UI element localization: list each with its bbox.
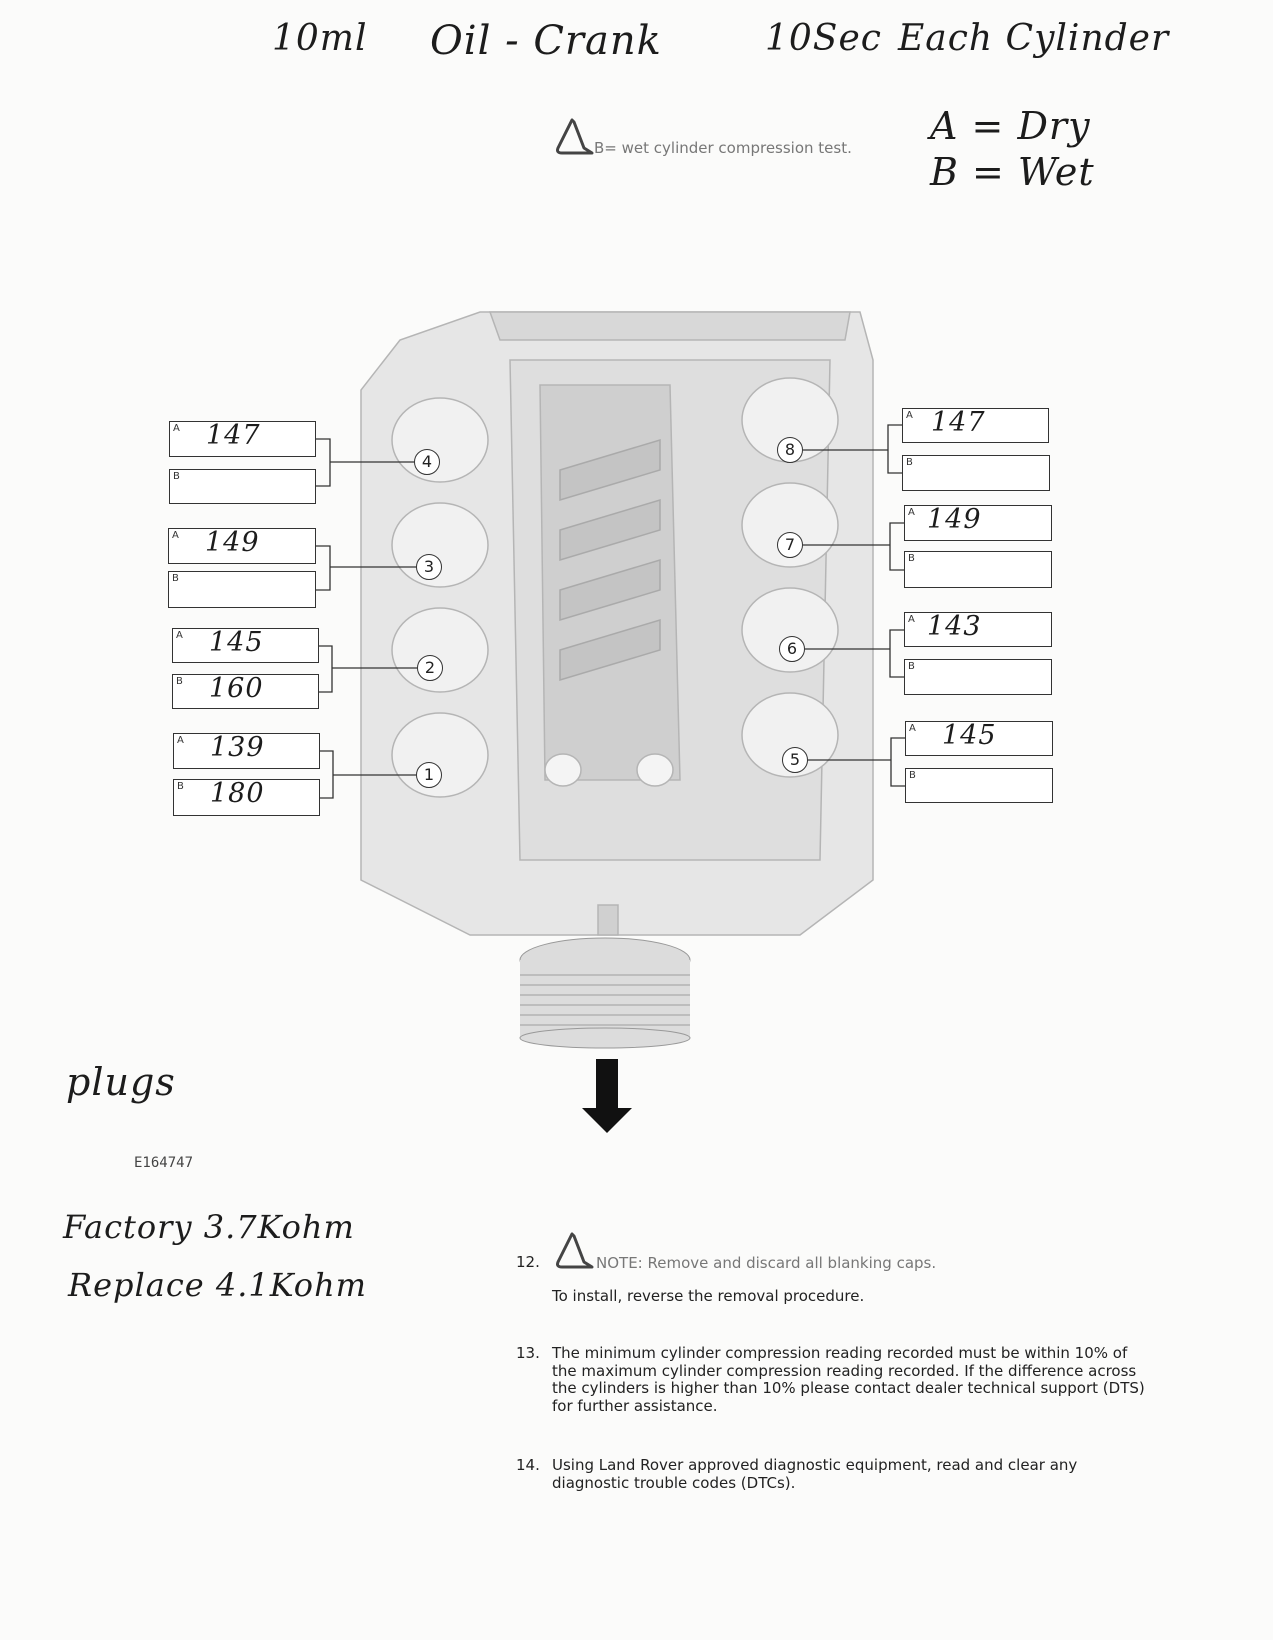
figure-id: E164747 bbox=[134, 1155, 194, 1171]
cylinder-4-a-value: 147 bbox=[206, 420, 261, 451]
warning-triangle-icon bbox=[556, 1232, 594, 1269]
a-label: A bbox=[177, 735, 184, 746]
legend-note-text: B= wet cylinder compression test. bbox=[594, 139, 852, 157]
b-label: B bbox=[908, 553, 915, 564]
cylinder-7-a-box[interactable]: A 149 bbox=[904, 504, 1052, 541]
handwritten-plugs: plugs bbox=[66, 1060, 176, 1104]
cylinder-3-a-box[interactable]: A 149 bbox=[168, 527, 316, 564]
step-12-number: 12. bbox=[516, 1253, 540, 1271]
handwritten-crank: Oil - Crank bbox=[430, 18, 662, 64]
cylinder-2-marker: 2 bbox=[417, 655, 443, 681]
cylinder-7-a-value: 149 bbox=[927, 504, 982, 535]
direction-arrow-icon bbox=[582, 1059, 632, 1133]
b-label: B bbox=[172, 573, 179, 584]
handwritten-each-cylinder: Each Cylinder bbox=[898, 18, 1170, 59]
cylinder-8-a-box[interactable]: A 147 bbox=[902, 407, 1049, 443]
b-label: B bbox=[909, 770, 916, 781]
cylinder-2-a-value: 145 bbox=[209, 627, 264, 658]
handwritten-b-wet: B = Wet bbox=[930, 150, 1095, 194]
a-label: A bbox=[909, 723, 916, 734]
cylinder-2-b-box[interactable]: B 160 bbox=[172, 673, 319, 709]
cylinder-4-a-box[interactable]: A 147 bbox=[169, 420, 316, 457]
cylinder-5-b-box[interactable]: B bbox=[905, 768, 1053, 803]
step-13-text: The minimum cylinder compression reading… bbox=[552, 1344, 1145, 1415]
cylinder-6-marker: 6 bbox=[779, 636, 805, 662]
cylinder-8-a-value: 147 bbox=[931, 407, 986, 438]
cylinder-7-b-box[interactable]: B bbox=[904, 551, 1052, 588]
cylinder-3-a-value: 149 bbox=[205, 527, 260, 558]
handwritten-replace-resistance: Replace 4.1Kohm bbox=[68, 1266, 368, 1304]
crankshaft-pulley bbox=[519, 937, 691, 1049]
cylinder-8-b-box[interactable]: B bbox=[902, 455, 1050, 491]
cylinder-2-b-value: 160 bbox=[209, 673, 264, 704]
handwritten-seconds: 10Sec bbox=[765, 18, 882, 59]
cylinder-5-a-box[interactable]: A 145 bbox=[905, 720, 1053, 756]
handwritten-factory-resistance: Factory 3.7Kohm bbox=[63, 1208, 355, 1246]
a-label: A bbox=[176, 630, 183, 641]
cylinder-1-marker: 1 bbox=[416, 762, 442, 788]
b-label: B bbox=[906, 457, 913, 468]
warning-triangle-icon bbox=[556, 118, 594, 155]
a-label: A bbox=[173, 423, 180, 434]
cylinder-8-marker: 8 bbox=[777, 437, 803, 463]
cylinder-1-b-value: 180 bbox=[210, 778, 265, 809]
cylinder-7-marker: 7 bbox=[777, 532, 803, 558]
step-13-number: 13. bbox=[516, 1344, 540, 1362]
step-12-text: To install, reverse the removal procedur… bbox=[552, 1287, 865, 1305]
step-12-note: NOTE: Remove and discard all blanking ca… bbox=[596, 1254, 937, 1272]
cylinder-3-b-box[interactable]: B bbox=[168, 571, 316, 608]
cylinder-1-a-box[interactable]: A 139 bbox=[173, 732, 320, 769]
b-label: B bbox=[908, 661, 915, 672]
handwritten-a-dry: A = Dry bbox=[930, 104, 1091, 148]
step-14-number: 14. bbox=[516, 1456, 540, 1474]
b-label: B bbox=[177, 781, 184, 792]
a-label: A bbox=[908, 614, 915, 625]
cylinder-4-marker: 4 bbox=[414, 449, 440, 475]
cylinder-4-b-box[interactable]: B bbox=[169, 469, 316, 504]
b-label: B bbox=[176, 676, 183, 687]
cylinder-3-marker: 3 bbox=[416, 554, 442, 580]
a-label: A bbox=[908, 507, 915, 518]
a-label: A bbox=[906, 410, 913, 421]
cylinder-6-a-value: 143 bbox=[927, 611, 982, 642]
cylinder-6-a-box[interactable]: A 143 bbox=[904, 611, 1052, 647]
a-label: A bbox=[172, 530, 179, 541]
step-14-text: Using Land Rover approved diagnostic equ… bbox=[552, 1456, 1078, 1492]
handwritten-oil-amount: 10ml bbox=[272, 18, 368, 59]
b-label: B bbox=[173, 471, 180, 482]
cylinder-1-a-value: 139 bbox=[210, 732, 265, 763]
cylinder-5-marker: 5 bbox=[782, 747, 808, 773]
cylinder-5-a-value: 145 bbox=[942, 720, 997, 751]
cylinder-2-a-box[interactable]: A 145 bbox=[172, 627, 319, 663]
cylinder-1-b-box[interactable]: B 180 bbox=[173, 778, 320, 816]
cylinder-6-b-box[interactable]: B bbox=[904, 659, 1052, 695]
